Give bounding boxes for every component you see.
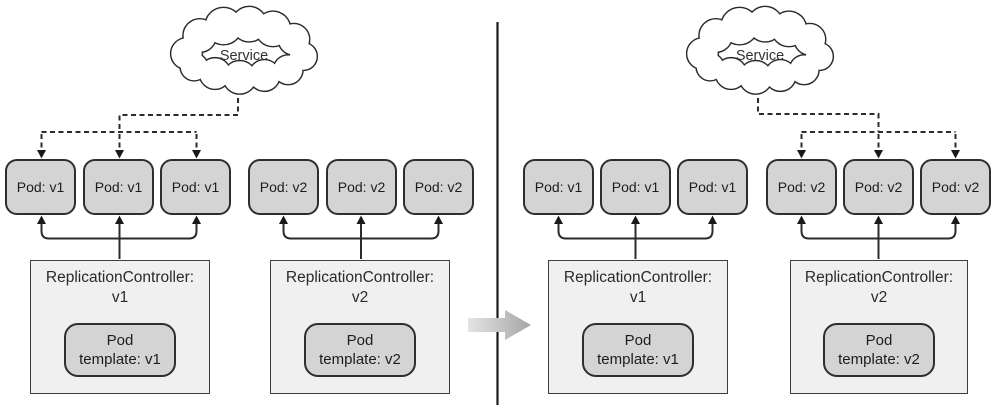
rc-title: ReplicationController:	[804, 269, 954, 286]
pod-template-line1: Pod	[865, 332, 893, 349]
pod-template-line1: Pod	[106, 332, 134, 349]
rc-version: v2	[351, 289, 369, 306]
rc-to-pods-link	[282, 223, 440, 259]
pod-box: Pod: v1	[160, 159, 231, 215]
service-to-pods-link	[757, 98, 957, 150]
rc-to-pods-link	[557, 223, 714, 259]
replication-controller-box: ReplicationController: v2 Pod template: …	[270, 260, 450, 394]
rc-link-arrowheads	[37, 215, 201, 224]
pod-template-box: Pod template: v1	[582, 323, 694, 377]
service-link-arrowheads	[797, 150, 960, 159]
pod-box: Pod: v1	[677, 159, 748, 215]
pod-box: Pod: v2	[920, 159, 991, 215]
pod-template-box: Pod template: v2	[823, 323, 935, 377]
pod-box: Pod: v2	[403, 159, 474, 215]
replication-controller-box: ReplicationController: v1 Pod template: …	[548, 260, 728, 394]
pod-box: Pod: v2	[326, 159, 397, 215]
pod-box: Pod: v1	[523, 159, 594, 215]
replication-controller-box: ReplicationController: v2 Pod template: …	[790, 260, 968, 394]
rc-version: v1	[629, 289, 647, 306]
service-label: Service	[735, 48, 785, 64]
rc-link-arrowheads	[797, 215, 960, 224]
rc-link-arrowheads	[554, 215, 717, 224]
pod-template-box: Pod template: v1	[64, 323, 176, 377]
rc-version: v2	[870, 289, 888, 306]
pod-box: Pod: v1	[5, 159, 76, 215]
rc-to-pods-link	[40, 223, 198, 259]
pod-template-line2: template: v1	[597, 351, 679, 368]
service-label: Service	[219, 48, 269, 64]
pod-box: Pod: v2	[248, 159, 319, 215]
pod-template-line2: template: v2	[319, 351, 401, 368]
rc-title: ReplicationController:	[45, 269, 195, 286]
pod-box: Pod: v1	[600, 159, 671, 215]
rc-version: v1	[111, 289, 129, 306]
rc-link-arrowheads	[279, 215, 443, 224]
transition-arrow	[468, 310, 531, 340]
pod-box: Pod: v1	[83, 159, 154, 215]
pod-box: Pod: v2	[843, 159, 914, 215]
pod-template-line2: template: v1	[79, 351, 161, 368]
pod-template-line1: Pod	[624, 332, 652, 349]
rc-title: ReplicationController:	[563, 269, 713, 286]
pod-template-line2: template: v2	[838, 351, 920, 368]
rc-title: ReplicationController:	[285, 269, 435, 286]
replication-controller-box: ReplicationController: v1 Pod template: …	[30, 260, 210, 394]
pod-template-line1: Pod	[346, 332, 374, 349]
pod-template-box: Pod template: v2	[304, 323, 416, 377]
service-link-arrowheads	[37, 150, 201, 159]
pod-box: Pod: v2	[766, 159, 837, 215]
service-to-pods-link	[40, 98, 239, 150]
rc-to-pods-link	[800, 223, 957, 259]
